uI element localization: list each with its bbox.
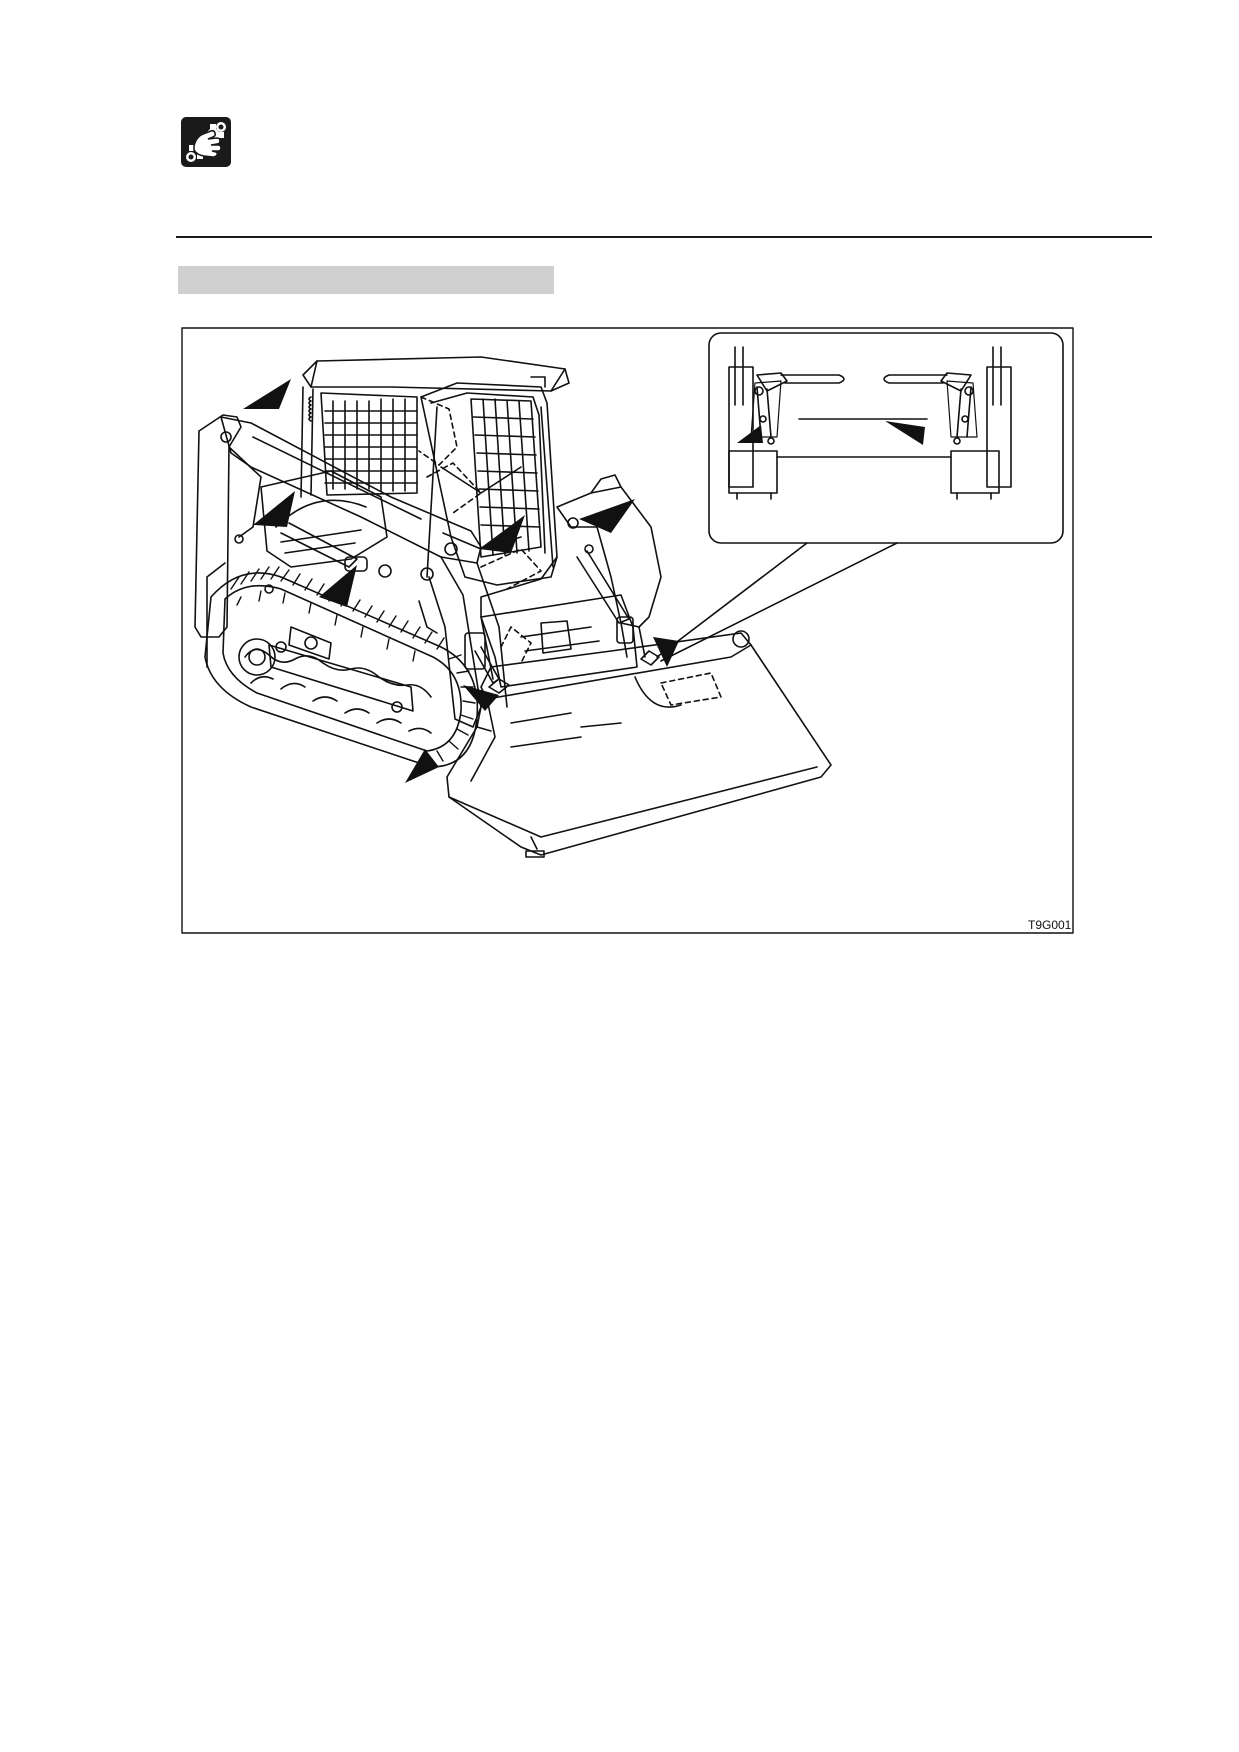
track-loader-lubrication-figure: [181, 327, 1074, 934]
inset-detail-quick-attach: [656, 332, 1064, 662]
marker-arrow: [463, 685, 499, 711]
marker-arrow: [243, 379, 291, 409]
header-rule: [176, 236, 1152, 238]
inset-frame: [708, 332, 1064, 544]
marker-arrow: [579, 499, 635, 533]
figure-frame: [181, 327, 1074, 934]
marker-arrow: [737, 425, 763, 443]
maintenance-wrench-hand-icon: [181, 117, 231, 167]
lubrication-point-markers: [243, 379, 925, 783]
marker-arrow: [885, 421, 925, 445]
marker-arrow: [319, 565, 357, 607]
marker-arrow: [405, 749, 439, 783]
marker-arrow: [653, 637, 679, 667]
section-title-bar: [178, 266, 554, 294]
figure-code-label: T9G001: [1028, 918, 1072, 932]
track-loader-drawing: [194, 356, 832, 858]
marker-arrow: [479, 515, 525, 553]
marker-arrow: [253, 491, 295, 527]
